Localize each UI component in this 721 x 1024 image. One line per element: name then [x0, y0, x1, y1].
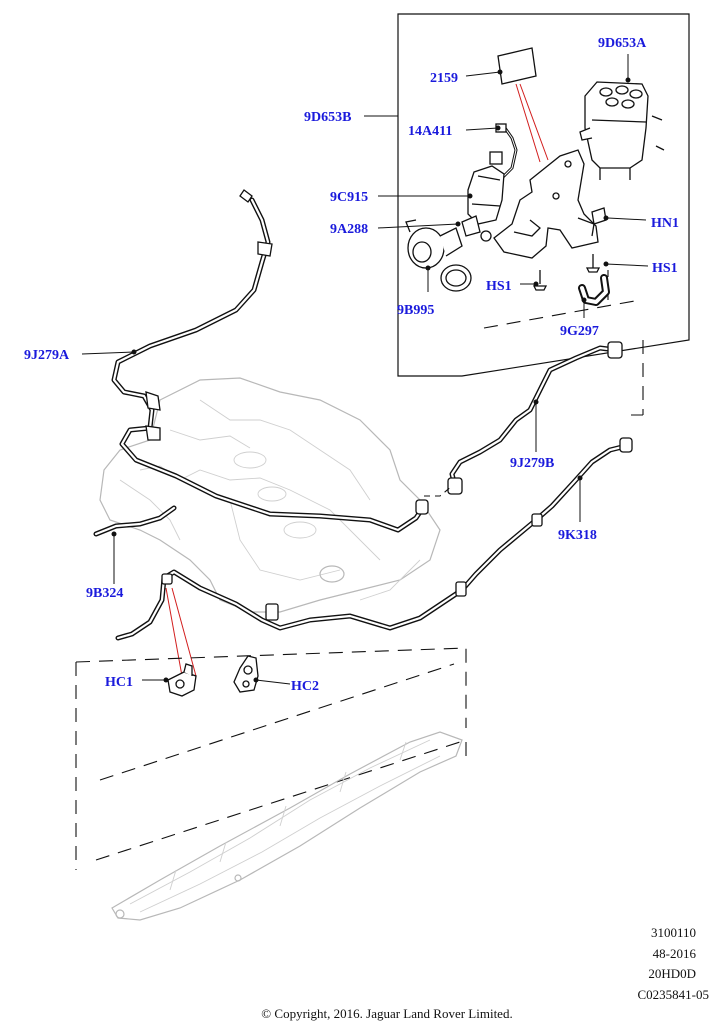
callout-lines-hc1 — [165, 587, 197, 677]
leader-lines — [81, 54, 649, 685]
reference-line-2: 48-2016 — [653, 946, 697, 961]
charcoal-canister — [579, 81, 665, 180]
underfloor-rail — [111, 731, 463, 921]
canister-hose — [578, 274, 610, 306]
clip-9j279a-3 — [257, 241, 273, 257]
label-hs1-left: HS1 — [486, 279, 512, 294]
label-9j279b: 9J279B — [510, 456, 554, 471]
label-9d653a: 9D653A — [598, 36, 647, 51]
hn1-nut — [591, 207, 607, 225]
reference-line-3: 20HD0D — [648, 966, 696, 981]
connector-9j279b-lower — [447, 477, 463, 495]
reference-line-4: C0235841-05 — [638, 987, 710, 1002]
leak-detection-pump — [405, 219, 463, 269]
label-9b324: 9B324 — [86, 586, 123, 601]
connector-9j279b-end — [607, 341, 623, 359]
callout-lines-filter — [515, 83, 549, 163]
inset-projection-lines — [483, 270, 644, 416]
connector-9k318-end — [619, 437, 633, 453]
label-hc2: HC2 — [291, 679, 319, 694]
connector-9j279a-end — [415, 499, 429, 515]
clip-pipe-3 — [531, 513, 543, 527]
pipe-end-cap — [239, 189, 253, 203]
label-9g297: 9G297 — [560, 324, 599, 339]
vent-pipe-9k318 — [115, 443, 629, 641]
leader-dots — [111, 69, 631, 683]
label-9k318: 9K318 — [558, 528, 597, 543]
label-hc1: HC1 — [105, 675, 133, 690]
hc1-clip — [167, 663, 197, 697]
clip-9j279a-1 — [145, 391, 161, 411]
hc2-clip — [233, 655, 259, 693]
reference-line-1: 3100110 — [651, 925, 696, 940]
label-9d653b: 9D653B — [304, 110, 351, 125]
clip-pipe-4 — [161, 573, 173, 585]
copyright-notice: © Copyright, 2016. Jaguar Land Rover Lim… — [261, 1006, 512, 1021]
clip-9j279a-2 — [145, 425, 161, 441]
clip-pipe-2 — [265, 603, 279, 621]
label-2159: 2159 — [430, 71, 458, 86]
filter-pad — [497, 47, 537, 85]
label-14a411: 14A411 — [408, 124, 452, 139]
label-9c915: 9C915 — [330, 190, 368, 205]
drain-pipe-9b324 — [93, 505, 177, 537]
label-hs1-right: HS1 — [652, 261, 678, 276]
label-hn1: HN1 — [651, 216, 679, 231]
hs1-screw — [532, 270, 548, 291]
underfloor-frame — [75, 647, 467, 870]
purge-valve — [461, 151, 505, 242]
hs1-screw-2 — [585, 254, 601, 273]
canister-bracket — [493, 149, 599, 259]
vapour-pipe-9j279a — [111, 197, 427, 533]
label-9a288: 9A288 — [330, 222, 368, 237]
clip-pipe-1 — [455, 581, 467, 597]
label-9b995: 9B995 — [397, 303, 434, 318]
connector-projection — [424, 485, 453, 497]
label-9j279a: 9J279A — [24, 348, 70, 363]
vapour-pipe-9j279b — [449, 345, 619, 493]
